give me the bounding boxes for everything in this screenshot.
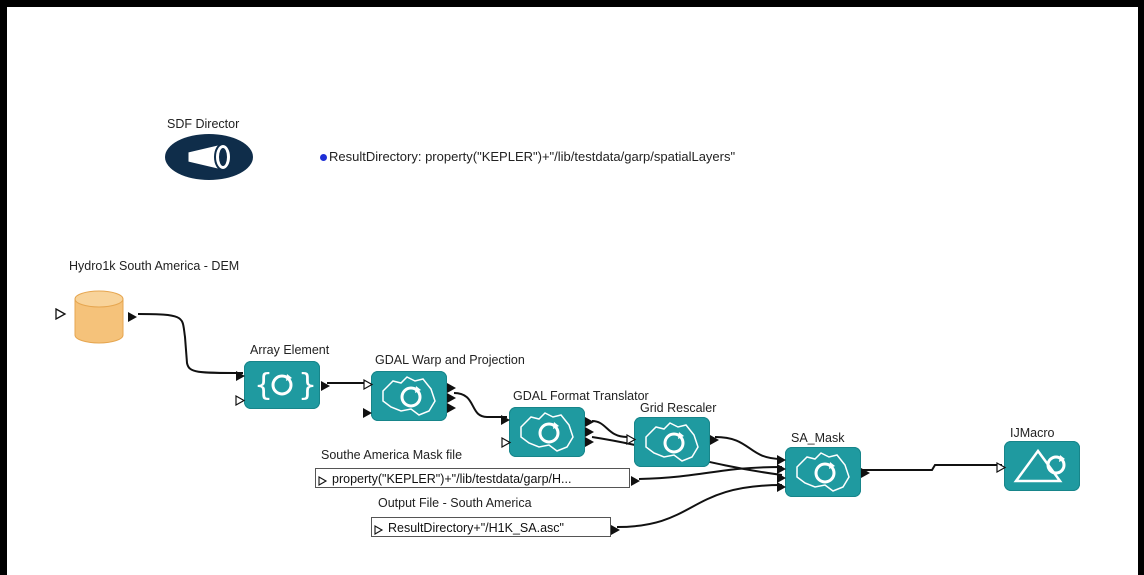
- sa-mask-actor[interactable]: [785, 447, 861, 497]
- wire-dem-array: [137, 313, 244, 374]
- sa-mask-label: SA_Mask: [791, 431, 845, 445]
- mountain-refresh-icon: [1013, 448, 1066, 483]
- mask-file-output-port[interactable]: [631, 473, 641, 491]
- connection-wires: [137, 313, 1002, 528]
- result-directory-parameter[interactable]: ResultDirectory: property("KEPLER")+"/li…: [329, 149, 736, 164]
- array-index-port[interactable]: [235, 393, 246, 411]
- australia-map-refresh-icon: [796, 452, 850, 492]
- output-file-label: Output File - South America: [378, 496, 532, 510]
- mask-file-input-port[interactable]: [318, 473, 328, 491]
- rescaler-input-port[interactable]: [626, 432, 637, 450]
- gdal-format-actor[interactable]: [509, 407, 585, 457]
- wire-output-mask: [616, 484, 783, 528]
- output-file-output-port[interactable]: [611, 522, 621, 540]
- wire-warp-format: [453, 392, 507, 418]
- australia-map-refresh-icon: [645, 422, 699, 462]
- array-output-port[interactable]: [321, 378, 331, 396]
- wire-rescaler-mask: [714, 436, 783, 460]
- array-element-label: Array Element: [250, 343, 330, 357]
- mask-file-field[interactable]: property("KEPLER")+"/lib/testdata/garp/H…: [315, 468, 630, 488]
- dem-label: Hydro1k South America - DEM: [69, 259, 240, 273]
- parameter-dot: [320, 154, 327, 161]
- dem-output-port[interactable]: [128, 309, 138, 327]
- warp-input-port-2[interactable]: [363, 405, 373, 423]
- ijmacro-input-port[interactable]: [996, 460, 1007, 478]
- format-output-ports[interactable]: [585, 417, 595, 452]
- grid-rescaler-actor[interactable]: [634, 417, 710, 467]
- ijmacro-actor[interactable]: [1004, 441, 1080, 491]
- array-input-port[interactable]: [236, 368, 246, 386]
- wire-maskfile-mask: [638, 466, 783, 480]
- warp-input-port-1[interactable]: [363, 377, 374, 395]
- director-label: SDF Director: [167, 117, 240, 131]
- svg-text:{: {: [254, 368, 273, 403]
- rescaler-output-port[interactable]: [710, 432, 720, 450]
- database-cylinder-icon[interactable]: [71, 289, 127, 345]
- wire-mask-ijmacro: [862, 464, 1002, 471]
- gdal-format-label: GDAL Format Translator: [513, 389, 649, 403]
- warp-output-ports[interactable]: [447, 383, 457, 418]
- workflow-canvas[interactable]: SDF Director ResultDirectory: property("…: [7, 7, 1138, 575]
- grid-rescaler-label: Grid Rescaler: [640, 401, 717, 415]
- dem-input-port[interactable]: [55, 307, 67, 325]
- array-refresh-icon: { }: [254, 368, 317, 403]
- gdal-warp-label: GDAL Warp and Projection: [375, 353, 525, 367]
- mask-input-ports[interactable]: [777, 455, 787, 500]
- array-element-actor[interactable]: { }: [244, 361, 320, 409]
- australia-map-refresh-icon: [520, 412, 574, 452]
- format-input-port-2[interactable]: [501, 435, 512, 453]
- mask-output-port[interactable]: [861, 465, 871, 483]
- format-input-port-1[interactable]: [501, 412, 511, 430]
- ijmacro-label: IJMacro: [1010, 426, 1055, 440]
- australia-map-refresh-icon: [382, 376, 436, 416]
- svg-text:}: }: [298, 368, 317, 403]
- output-file-field[interactable]: ResultDirectory+"/H1K_SA.asc": [371, 517, 611, 537]
- sdf-director-icon[interactable]: [164, 133, 254, 181]
- gdal-warp-actor[interactable]: [371, 371, 447, 421]
- output-file-input-port[interactable]: [374, 522, 384, 540]
- mask-file-label: Southe America Mask file: [321, 448, 463, 462]
- wire-format-rescaler: [591, 420, 628, 438]
